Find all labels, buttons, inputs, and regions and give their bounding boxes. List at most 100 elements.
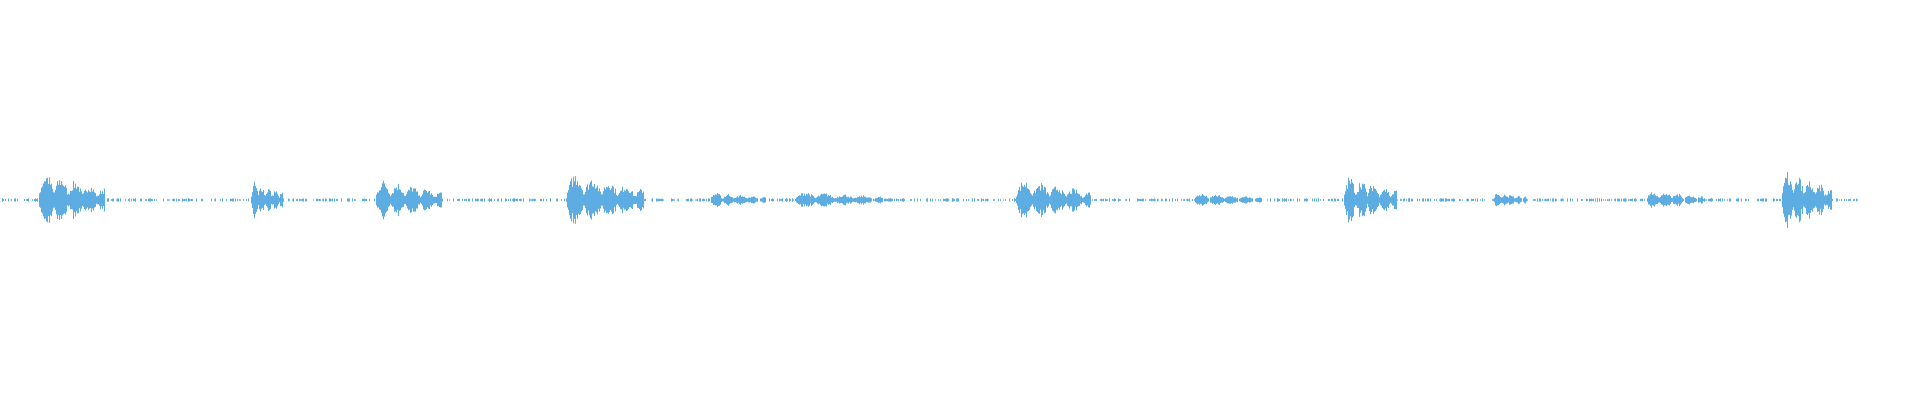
- waveform-bar: [740, 195, 741, 205]
- waveform-bar: [191, 198, 192, 202]
- waveform-bar: [416, 191, 417, 209]
- waveform-bar: [591, 180, 592, 220]
- waveform-bar: [334, 198, 335, 202]
- waveform-bar: [1020, 190, 1021, 210]
- waveform-bar: [643, 191, 644, 209]
- waveform-bar: [716, 194, 717, 206]
- waveform-bar: [348, 198, 349, 202]
- waveform-bar: [1320, 199, 1321, 201]
- waveform-bar: [1546, 199, 1547, 201]
- waveform-bar: [974, 198, 975, 202]
- waveform-bar: [747, 198, 748, 202]
- waveform-bar: [498, 198, 499, 202]
- waveform-bar: [28, 198, 29, 202]
- waveform-bar: [1791, 184, 1792, 216]
- waveform-bar: [397, 190, 398, 210]
- waveform-bar: [1611, 199, 1612, 201]
- waveform-bar: [186, 198, 187, 202]
- waveform-bar: [572, 186, 573, 214]
- waveform-bar: [1671, 198, 1672, 203]
- waveform-bar: [63, 185, 64, 215]
- waveform-bar: [1727, 199, 1728, 201]
- waveform-bar: [1197, 195, 1198, 205]
- waveform-bar: [510, 198, 511, 202]
- waveform-bar: [417, 191, 418, 209]
- waveform-bar: [621, 190, 622, 210]
- waveform-bar: [1550, 199, 1551, 201]
- waveform-bar: [385, 186, 386, 214]
- waveform-bar: [269, 189, 270, 211]
- waveform-bar: [830, 195, 831, 205]
- waveform-bar: [738, 197, 739, 203]
- waveform-bar: [1382, 191, 1383, 209]
- waveform-bar: [390, 196, 391, 204]
- waveform-bar: [1540, 198, 1541, 202]
- waveform-bar: [726, 196, 727, 205]
- waveform-bar: [841, 197, 842, 203]
- waveform-bar: [1045, 187, 1046, 213]
- waveform-bar: [1025, 186, 1026, 214]
- waveform-bar: [593, 186, 594, 214]
- waveform-bar: [188, 198, 189, 202]
- waveform-bar: [862, 197, 863, 203]
- waveform-bar: [1738, 198, 1739, 202]
- waveform-bar: [550, 198, 551, 202]
- waveform-bar: [574, 181, 575, 219]
- waveform-bar: [521, 199, 522, 201]
- waveform-bar: [1508, 197, 1509, 203]
- waveform-bar: [1314, 198, 1315, 202]
- waveform-bar: [789, 198, 790, 202]
- waveform-bar: [1288, 199, 1289, 201]
- waveform-bar: [1087, 194, 1088, 206]
- waveform-bar: [1384, 189, 1385, 211]
- waveform-bar: [634, 196, 635, 204]
- waveform-bar: [1496, 193, 1497, 207]
- waveform-bar: [1009, 198, 1010, 202]
- waveform-bar: [800, 195, 801, 205]
- waveform-bar: [1048, 193, 1049, 207]
- waveform-bar: [1587, 199, 1588, 201]
- waveform-bar: [592, 186, 593, 214]
- waveform-bar: [514, 198, 515, 202]
- waveform-bar: [1484, 199, 1485, 201]
- waveform-bar: [414, 188, 415, 212]
- waveform-bar: [465, 199, 466, 201]
- waveform-bar: [1582, 199, 1583, 201]
- waveform-bar: [765, 197, 766, 203]
- waveform-bar: [441, 192, 442, 208]
- waveform-bar: [145, 199, 146, 201]
- waveform-bar: [946, 198, 947, 202]
- waveform-bar: [870, 197, 871, 203]
- waveform-bar: [1832, 198, 1833, 201]
- waveform-bar: [58, 184, 59, 216]
- waveform-bar: [1380, 195, 1381, 205]
- waveform-bar: [409, 190, 410, 210]
- waveform-bar: [801, 193, 802, 207]
- waveform-bar: [1351, 178, 1352, 222]
- waveform-bar: [98, 195, 99, 205]
- waveform-bar: [813, 196, 814, 204]
- waveform-bar: [1683, 199, 1684, 201]
- waveform-bar: [704, 199, 705, 201]
- waveform-bar: [232, 198, 233, 202]
- waveform-bar: [520, 198, 521, 202]
- waveform-bar: [785, 198, 786, 202]
- waveform-bar: [1347, 188, 1348, 212]
- waveform-bar: [472, 198, 473, 202]
- waveform-bar: [1037, 188, 1038, 212]
- waveform-bar: [1722, 198, 1723, 202]
- waveform-bar: [795, 199, 796, 202]
- waveform-bar: [43, 183, 44, 217]
- waveform-bar: [1157, 198, 1158, 202]
- waveform-bar: [230, 198, 231, 202]
- waveform-bar: [449, 199, 450, 201]
- waveform-bar: [523, 198, 524, 202]
- waveform-bar: [917, 198, 918, 202]
- waveform-bar: [428, 191, 429, 209]
- waveform-bar: [848, 196, 849, 204]
- waveform-bar: [829, 196, 830, 205]
- waveform-bar: [1053, 188, 1054, 212]
- waveform-bar: [24, 199, 25, 201]
- waveform-bar: [661, 198, 662, 202]
- waveform-bar: [1142, 198, 1143, 202]
